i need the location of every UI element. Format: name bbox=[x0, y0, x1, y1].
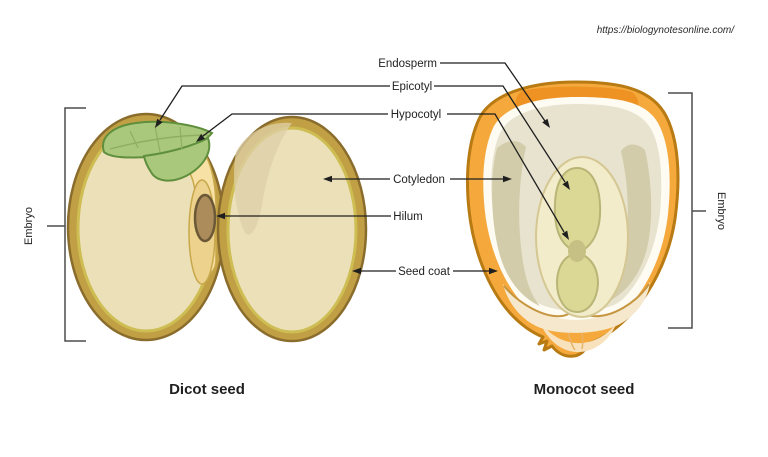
monocot-embryo-waist-shade bbox=[568, 240, 586, 262]
epicotyl-pointer-line-left bbox=[159, 85, 390, 121]
epicotyl-label: Epicotyl bbox=[392, 81, 432, 93]
endosperm-arrowhead bbox=[542, 118, 550, 128]
dicot-seed-title: Dicot seed bbox=[169, 381, 245, 398]
monocot-seed-title: Monocot seed bbox=[534, 381, 635, 398]
leaf-lower-blade bbox=[142, 136, 211, 182]
monocot-tip-peach bbox=[540, 322, 616, 352]
leaf-side-veins bbox=[129, 125, 183, 153]
cotyledon-label: Cotyledon bbox=[393, 174, 445, 186]
endosperm-label: Endosperm bbox=[378, 58, 437, 70]
dicot-right-cotyledon-shading bbox=[234, 122, 292, 235]
leaf-midrib-vein bbox=[109, 134, 209, 150]
hypocotyl-pointer-line-right bbox=[447, 113, 565, 233]
epicotyl-arrowhead-left bbox=[155, 118, 163, 128]
dicot-epicotyl-leaf bbox=[102, 120, 214, 182]
dicot-seed bbox=[66, 112, 368, 343]
dicot-embryo-label: Embryo bbox=[23, 207, 35, 245]
hilum-label: Hilum bbox=[393, 211, 422, 223]
endosperm-pointer-line bbox=[440, 62, 546, 122]
pointer-lines bbox=[155, 62, 570, 275]
monocot-seed bbox=[466, 80, 680, 358]
cotyledon-arrowhead-right bbox=[503, 175, 512, 183]
epicotyl-pointer-line-right bbox=[434, 85, 566, 183]
monocot-endosperm-shade-left bbox=[492, 141, 540, 306]
monocot-bottom-cream bbox=[503, 282, 650, 333]
hypocotyl-arrowhead-right bbox=[561, 230, 569, 240]
dicot-embryo-bracket bbox=[64, 107, 86, 342]
epicotyl-arrowhead-right bbox=[562, 180, 570, 190]
hypocotyl-label: Hypocotyl bbox=[391, 109, 442, 121]
seed-coat-arrowhead-right bbox=[489, 267, 498, 275]
monocot-embryo-axis bbox=[553, 166, 602, 314]
hypocotyl-arrowhead-left bbox=[196, 133, 206, 142]
hypocotyl-pointer-line-left bbox=[202, 113, 388, 137]
seed-coat-arrowhead-left bbox=[352, 267, 361, 275]
embryo-brackets bbox=[47, 92, 706, 342]
hilum-arrowhead bbox=[216, 212, 225, 220]
monocot-tip-streaks bbox=[567, 331, 584, 351]
source-url: https://biologynotesonline.com/ bbox=[597, 25, 736, 36]
monocot-embryo-label: Embryo bbox=[715, 192, 727, 230]
dicot-hilum bbox=[193, 193, 217, 243]
cotyledon-arrowhead-left bbox=[323, 175, 332, 183]
monocot-endosperm-shade-right bbox=[607, 144, 652, 302]
seed-coat-label: Seed coat bbox=[398, 266, 451, 278]
labels: https://biologynotesonline.com/ Endosper… bbox=[23, 25, 735, 398]
